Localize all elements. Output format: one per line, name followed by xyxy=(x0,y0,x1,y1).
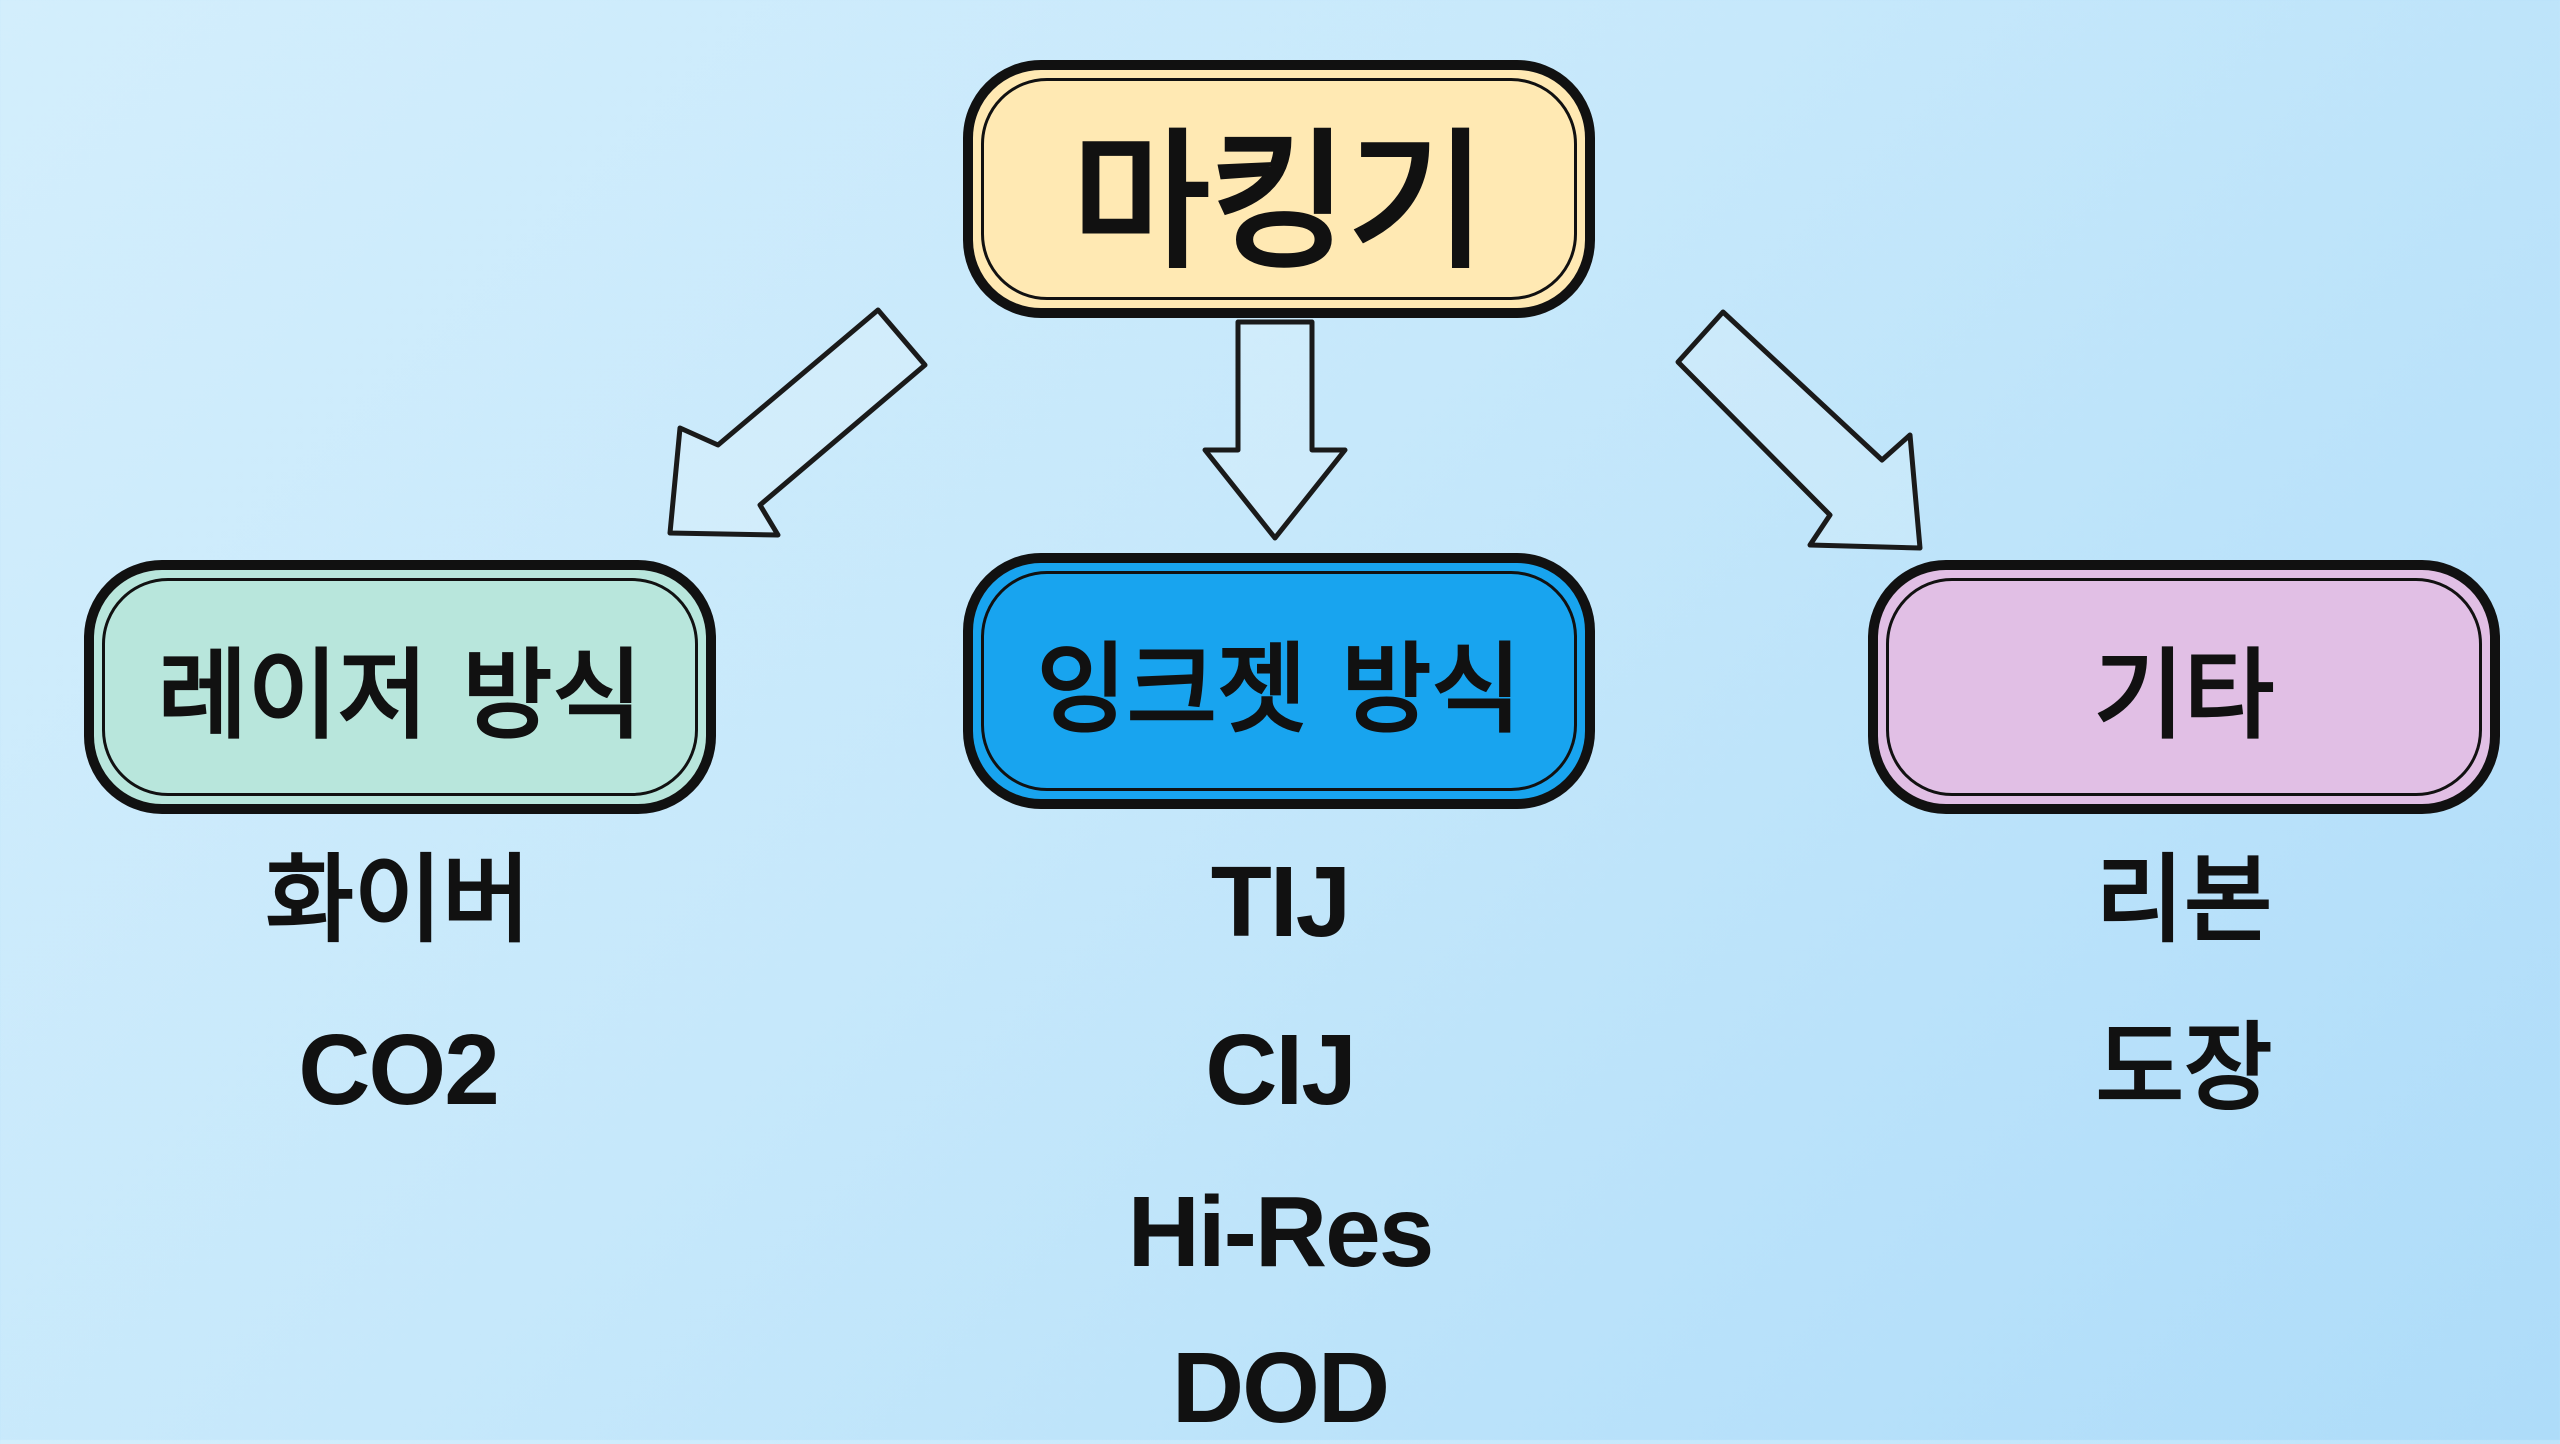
arrow-to-inkjet xyxy=(1202,319,1348,541)
arrow-to-other xyxy=(1675,309,1923,551)
inkjet-label: 잉크젯 방식 xyxy=(1036,633,1522,747)
inkjet-item-dod: DOD xyxy=(1171,1332,1390,1444)
inkjet-item-hires: Hi-Res xyxy=(1127,1176,1435,1288)
inkjet-item-tij: TIJ xyxy=(1210,846,1351,958)
other-item-ribbon: 리본 xyxy=(2095,844,2273,956)
inkjet-item-cij: CIJ xyxy=(1205,1014,1357,1126)
root-node-marking-machine: 마킹기 xyxy=(963,60,1595,318)
branch-node-other: 기타 xyxy=(1868,560,2500,814)
arrow-to-laser xyxy=(667,307,928,538)
laser-label: 레이저 방식 xyxy=(157,639,643,753)
branch-node-inkjet: 잉크젯 방식 xyxy=(963,553,1595,809)
root-node-label: 마킹기 xyxy=(1071,115,1486,290)
laser-item-co2: CO2 xyxy=(298,1014,500,1126)
other-item-paint: 도장 xyxy=(2095,1012,2273,1124)
laser-item-fiber: 화이버 xyxy=(265,844,531,956)
branch-node-laser: 레이저 방식 xyxy=(84,560,716,814)
other-label: 기타 xyxy=(2093,639,2275,753)
